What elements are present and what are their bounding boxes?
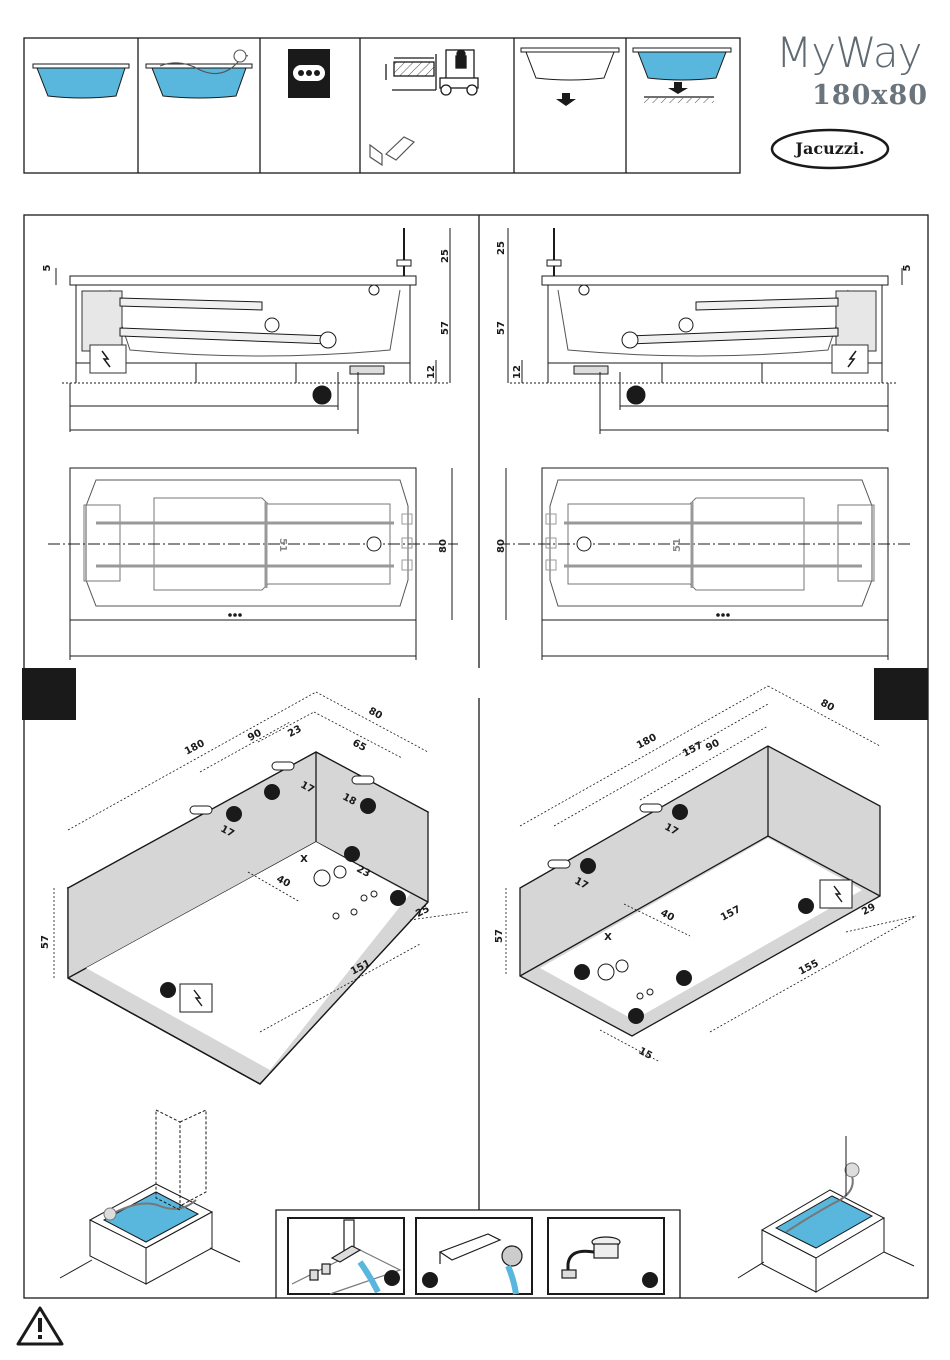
- dim-label: 80: [366, 706, 383, 722]
- dots-panel-icon: [288, 49, 330, 98]
- dim-label: 51: [277, 538, 288, 552]
- plan-view-left: [48, 468, 458, 660]
- icon-strip: [24, 38, 740, 173]
- panel-pieces-icon: [370, 137, 414, 165]
- tub-person-illustration: [738, 1136, 914, 1292]
- plan-view-right: [500, 468, 910, 660]
- dim-label: 51: [672, 538, 683, 552]
- dim-label: 57: [496, 321, 507, 335]
- brand-logo-text: Jacuzzi.: [771, 139, 889, 158]
- dim-label: 57: [40, 935, 51, 949]
- dim-label: 12: [426, 365, 437, 379]
- tub-shower-screen-illustration: [60, 1110, 240, 1284]
- side-view-left: [56, 228, 450, 434]
- dim-label: 57: [494, 929, 505, 943]
- dim-label: 80: [438, 539, 449, 553]
- dim-label: 80: [496, 539, 507, 553]
- dim-label: 90: [704, 738, 721, 754]
- forklift-transport-icon: [386, 50, 478, 95]
- warning-icon: [18, 1308, 62, 1344]
- dim-label: 90: [246, 728, 263, 744]
- dim-label: 57: [440, 321, 451, 335]
- dim-label: 180: [183, 738, 207, 758]
- model-name: MyWay: [776, 28, 922, 77]
- spout-panel: [416, 1218, 532, 1294]
- dim-label: 157: [681, 740, 705, 760]
- dim-label: 25: [496, 241, 507, 255]
- dim-label: 80: [818, 698, 835, 714]
- tub-floor-icon: [633, 48, 731, 103]
- dim-label: X: [300, 854, 308, 865]
- dim-label: 23: [286, 724, 303, 740]
- bathtub-filled-icon: [33, 64, 129, 98]
- left-section-tab: [22, 668, 76, 720]
- dim-label: 25: [440, 249, 451, 263]
- main-frame: [24, 215, 928, 1298]
- dim-label: 5: [42, 264, 53, 271]
- dim-label: 180: [635, 732, 659, 752]
- dim-label: 65: [350, 738, 367, 754]
- dim-label: 15: [636, 1046, 653, 1062]
- plan-view-left-dims: 80 51: [277, 538, 449, 553]
- faucet-mixer-panel: [288, 1218, 404, 1294]
- dim-label: 155: [797, 958, 821, 978]
- dim-label: 12: [512, 365, 523, 379]
- tub-down-icon: [521, 48, 619, 106]
- bathtub-person-icon: [146, 50, 252, 98]
- accessory-box: [276, 1210, 680, 1298]
- dim-label: 5: [902, 264, 913, 271]
- right-section-tab: [874, 668, 928, 720]
- model-size: 180x80: [812, 80, 928, 111]
- side-view-right: [508, 228, 902, 434]
- waste-trap-panel: [548, 1218, 664, 1294]
- dim-label: X: [604, 932, 612, 943]
